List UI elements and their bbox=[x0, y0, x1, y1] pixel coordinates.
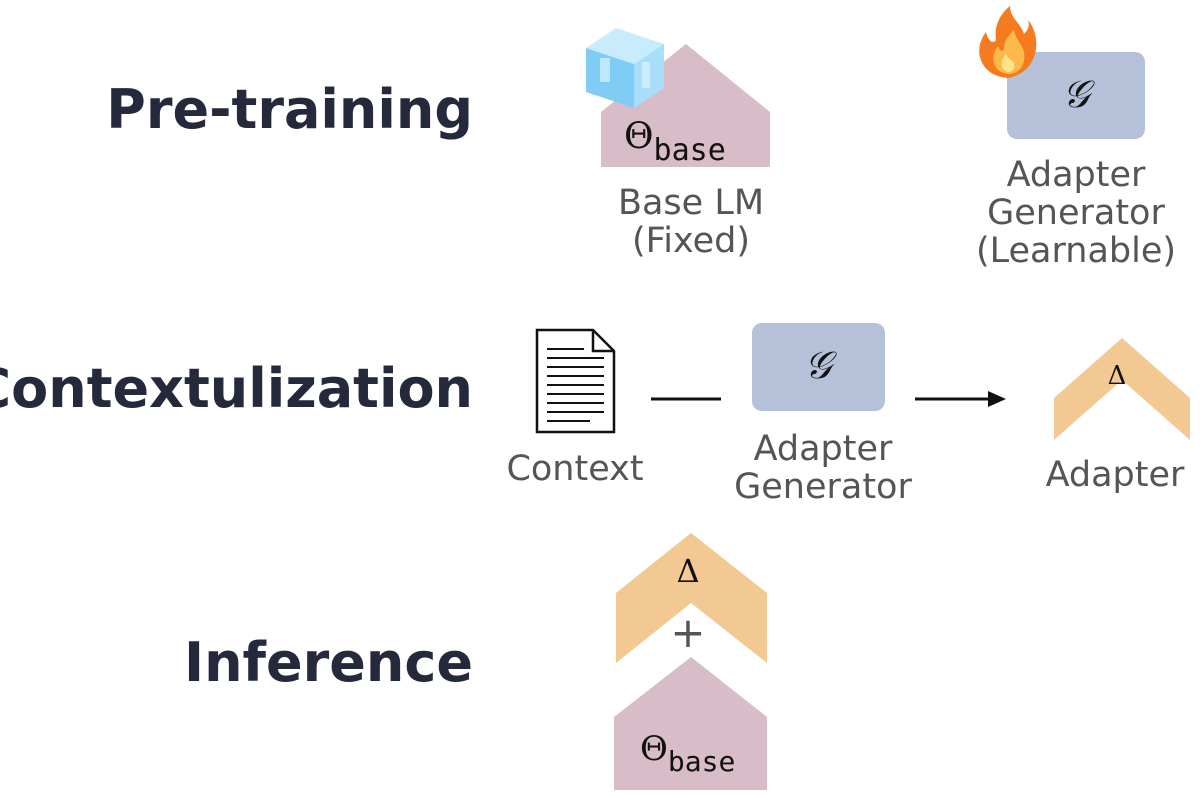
base-lm-block: Θbase bbox=[601, 44, 770, 168]
row-label-inference: Inference bbox=[184, 631, 473, 694]
arrow-right-icon bbox=[915, 391, 1006, 407]
plus-sign: + bbox=[670, 608, 705, 657]
adapter-caption: Adapter bbox=[1045, 455, 1185, 495]
adapter-block-contextualization: Δ bbox=[1054, 338, 1190, 440]
base-lm-symbol: Θbase bbox=[624, 116, 726, 168]
adapter-shape bbox=[1054, 338, 1190, 440]
adapter-symbol: Δ bbox=[1108, 361, 1127, 391]
base-lm-block-inference: Θbase bbox=[614, 657, 767, 790]
generator-shape bbox=[1007, 52, 1145, 139]
generator-block-pretraining: 𝒢 bbox=[1007, 52, 1145, 139]
adapter-symbol: Δ bbox=[676, 552, 699, 590]
generator-block-contextualization: 𝒢 bbox=[752, 323, 885, 411]
context-caption: Context bbox=[506, 449, 644, 489]
ice-cube-icon bbox=[586, 28, 664, 108]
generator-caption-contextualization: Adapter Generator bbox=[734, 429, 912, 507]
generator-caption-pretraining: Adapter Generator (Learnable) bbox=[975, 155, 1177, 271]
adapter-block-inference: Δ bbox=[616, 533, 767, 663]
base-lm-shape bbox=[601, 44, 770, 167]
generator-shape bbox=[752, 323, 885, 411]
document-icon bbox=[535, 328, 616, 434]
row-label-pretraining: Pre-training bbox=[106, 78, 473, 141]
adapter-shape bbox=[616, 533, 767, 663]
base-lm-symbol: Θbase bbox=[640, 729, 735, 778]
fire-icon bbox=[979, 6, 1037, 78]
base-lm-shape bbox=[614, 657, 767, 790]
row-label-contextualization: Contextulization bbox=[0, 357, 473, 420]
base-lm-caption: Base LM (Fixed) bbox=[617, 183, 765, 261]
